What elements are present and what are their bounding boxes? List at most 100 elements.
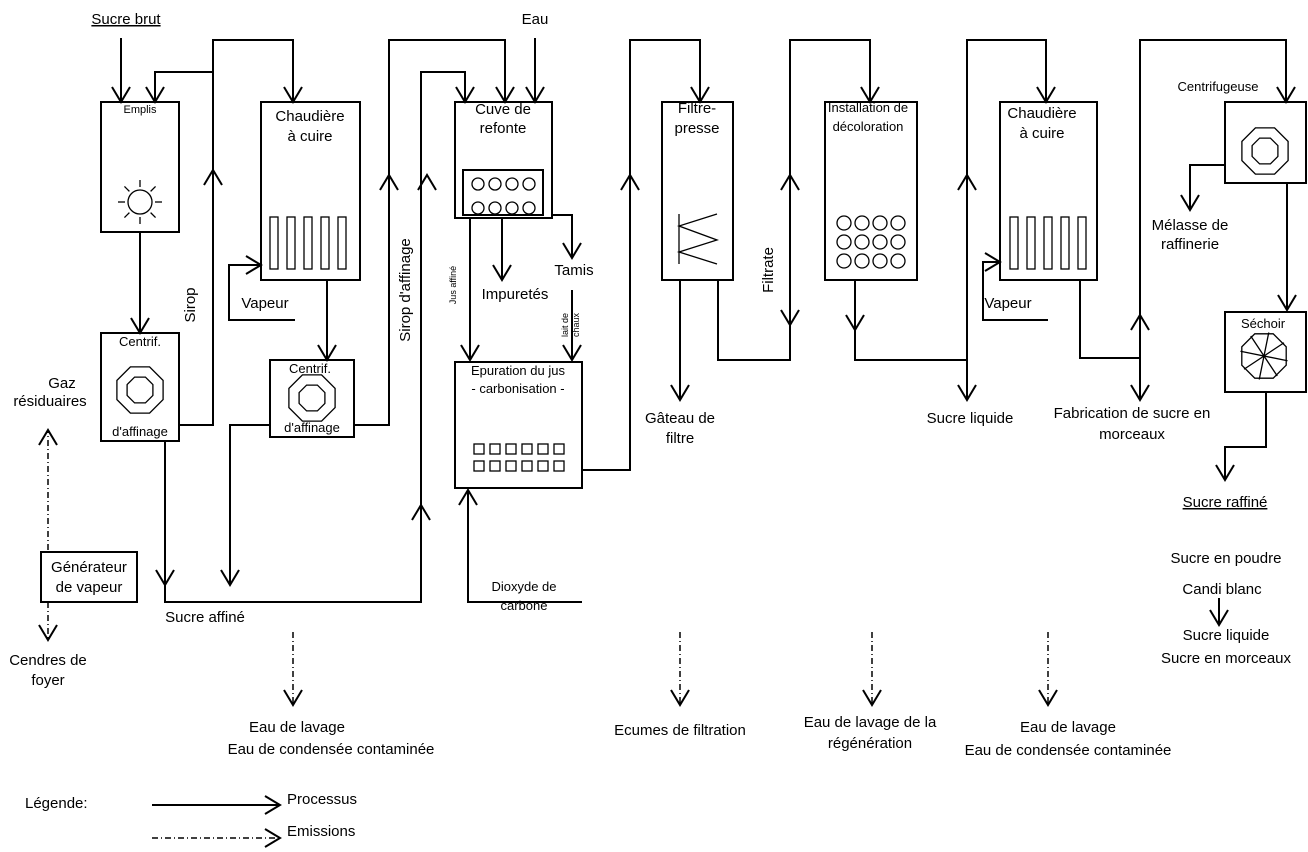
- mixer-ray: [123, 212, 130, 219]
- flow-co2: [467, 490, 582, 603]
- arrowhead-icon: [1277, 294, 1297, 312]
- resin-circle-icon: [890, 215, 906, 231]
- carbonation-cell-icon: [505, 460, 517, 472]
- label-e3-2: régénération: [828, 735, 912, 752]
- carbonation-cell-icon: [473, 443, 485, 455]
- flow-centrif2-sugar: [229, 424, 270, 585]
- carbonation-cell-icon: [537, 460, 549, 472]
- filter-circle-icon: [505, 177, 519, 191]
- label-product-4: Sucre en morceaux: [1161, 650, 1292, 667]
- resin-circle-icon: [890, 234, 906, 250]
- resin-circle-icon: [872, 215, 888, 231]
- label-filter-1: Filtre-: [678, 100, 716, 117]
- arrowhead-icon: [780, 309, 800, 327]
- label-dryer: Séchoir: [1241, 316, 1286, 331]
- boiler-tube-icon: [1060, 216, 1070, 270]
- boiler-tube-icon: [286, 216, 296, 270]
- melt-tank-inner: [462, 169, 544, 216]
- flow-decolor-out: [854, 280, 967, 361]
- flow-syrup-loop: [179, 39, 294, 426]
- carbonation-cell-icon: [537, 443, 549, 455]
- carbonation-cell-icon: [553, 460, 565, 472]
- arrowhead-icon: [379, 173, 399, 191]
- arrowhead-icon: [562, 242, 582, 260]
- dryer-spoke: [1243, 342, 1285, 370]
- label-cube-sugar-1: Fabrication de sucre en: [1054, 405, 1211, 422]
- label-raw-sugar: Sucre brut: [91, 11, 161, 28]
- boiler2-box: [999, 101, 1098, 281]
- label-ash-1: Cendres de: [9, 652, 87, 669]
- arrowhead-icon: [1209, 609, 1229, 627]
- flow-dryer-out: [1224, 392, 1267, 480]
- arrowhead-icon: [862, 689, 882, 707]
- resin-circle-icon: [890, 253, 906, 269]
- label-molasses-2: raffinerie: [1161, 236, 1219, 253]
- label-refined-sugar: Sucre raffiné: [1183, 494, 1268, 511]
- filter-circle-icon: [522, 177, 536, 191]
- mixer-ray: [150, 212, 157, 219]
- labels: Sucre brut Eau Emplis Chaudière à cuire …: [9, 11, 1291, 840]
- arrowheads: [38, 86, 1297, 848]
- arrowhead-icon: [1036, 86, 1056, 104]
- icons: [116, 127, 1289, 472]
- label-boiler2-1: Chaudière: [1007, 105, 1076, 122]
- label-boiler2-2: à cuire: [1019, 125, 1064, 142]
- resin-circle-icon: [836, 215, 852, 231]
- arrowhead-icon: [203, 168, 223, 186]
- label-flue-gas-1: Gaz: [48, 375, 76, 392]
- purification-box: [454, 361, 583, 489]
- label-ash-2: foyer: [31, 672, 64, 689]
- label-filtrate: Filtrate: [760, 247, 777, 293]
- filter-circle-icon: [471, 177, 485, 191]
- arrowhead-icon: [417, 173, 437, 191]
- label-water: Eau: [522, 11, 549, 28]
- centrif2-box: [269, 359, 355, 438]
- flow-liquid-sugar: [966, 39, 1047, 400]
- boiler-tube-icon: [1077, 216, 1087, 270]
- flow-filtrate: [717, 39, 871, 361]
- label-melt-tank-2: refonte: [480, 120, 527, 137]
- centrifuge-inner-icon: [126, 376, 154, 404]
- label-decolor-1: Installation de: [828, 100, 908, 115]
- centrifuge-inner-icon: [298, 384, 326, 412]
- boiler-tube-icon: [320, 216, 330, 270]
- centrifuge-icon: [116, 366, 164, 414]
- label-product-1: Sucre en poudre: [1171, 550, 1282, 567]
- flow-syrup-emplis: [154, 71, 213, 102]
- mixer-icon: [127, 189, 153, 215]
- label-boiler1-2: à cuire: [287, 128, 332, 145]
- centrifuge-box: [1224, 101, 1307, 184]
- resin-circle-icon: [854, 253, 870, 269]
- arrowhead-icon: [495, 86, 515, 104]
- boiler-tube-icon: [337, 216, 347, 270]
- label-e2: Ecumes de filtration: [614, 722, 746, 739]
- label-affined-sugar: Sucre affiné: [165, 609, 245, 626]
- steam-gen-box: [40, 551, 138, 603]
- legend-title: Légende:: [25, 795, 88, 812]
- arrowhead-icon: [957, 173, 977, 191]
- label-cube-sugar-2: morceaux: [1099, 426, 1165, 443]
- arrowhead-icon: [460, 344, 480, 362]
- label-e4-1: Eau de lavage: [1020, 719, 1116, 736]
- emission-lines: [47, 430, 1049, 839]
- label-affined-juice: Jus affiné: [448, 266, 458, 304]
- label-purif-2: - carbonisation -: [471, 381, 564, 396]
- flow-boiler2-out: [1079, 280, 1140, 359]
- flow-steam-2: [982, 261, 1048, 321]
- flow-purif-filter: [582, 39, 701, 471]
- label-melt-tank-1: Cuve de: [475, 101, 531, 118]
- carbonation-cell-icon: [489, 443, 501, 455]
- label-filter-cake-1: Gâteau de: [645, 410, 715, 427]
- arrowhead-icon: [411, 503, 431, 521]
- resin-circle-icon: [872, 234, 888, 250]
- label-centrif1-1: Centrif.: [119, 334, 161, 349]
- arrowhead-icon: [38, 624, 58, 642]
- arrowhead-icon: [670, 689, 690, 707]
- label-emplis: Emplis: [123, 104, 157, 116]
- label-steam-2: Vapeur: [984, 295, 1031, 312]
- flow-affination-syrup: [354, 39, 506, 426]
- arrowhead-icon: [245, 255, 263, 275]
- label-filter-cake-2: filtre: [666, 430, 694, 447]
- label-liquid-sugar: Sucre liquide: [927, 410, 1014, 427]
- resin-circle-icon: [854, 215, 870, 231]
